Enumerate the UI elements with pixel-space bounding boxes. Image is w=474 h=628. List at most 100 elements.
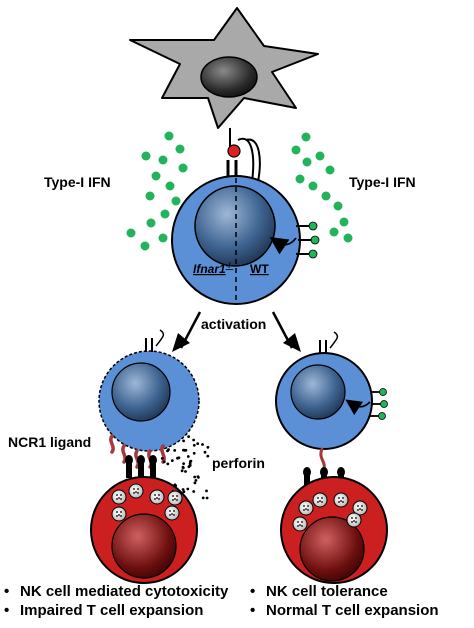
ncr1-ligand	[160, 444, 166, 464]
perforin-dot	[180, 469, 184, 473]
outcome-text: Impaired T cell expansion	[20, 602, 204, 619]
ifn-dot	[321, 191, 331, 201]
outcome-item: •Impaired T cell expansion	[4, 602, 204, 619]
granule	[292, 516, 308, 532]
ifn-dot	[339, 217, 349, 227]
perforin-dot	[192, 451, 196, 455]
perforin-dot	[196, 442, 200, 445]
ifn-dot	[291, 145, 301, 155]
granule	[352, 500, 368, 516]
perforin-dot	[160, 457, 164, 460]
perforin-dot	[205, 489, 208, 493]
perforin-dot	[184, 470, 187, 473]
perforin-dot	[182, 490, 186, 494]
perforin-dot	[170, 459, 174, 462]
ncr1-ligand	[134, 449, 140, 469]
ifn-dot	[165, 181, 175, 191]
perforin-dot	[201, 443, 204, 446]
ifn-dot	[126, 228, 136, 238]
perforin-dot	[181, 488, 185, 491]
perforin-dot	[206, 445, 210, 449]
nk-granules-left	[111, 483, 183, 522]
perforin-label: perforin	[212, 455, 265, 471]
outcome-text: NK cell tolerance	[266, 583, 388, 600]
ifn-dot	[295, 174, 305, 184]
ifn-dot	[175, 144, 185, 154]
ifn-dot	[315, 151, 325, 161]
granule	[346, 512, 362, 528]
perforin-dot	[182, 439, 186, 443]
ifn-label-right: Type-I IFN	[349, 174, 416, 190]
perforin-dot	[203, 450, 207, 454]
ifn-dot	[146, 218, 156, 228]
granule	[312, 492, 328, 508]
ifn-dot	[151, 171, 161, 181]
t-cell-icon	[171, 175, 320, 305]
ifnar-receptor-right-icon	[370, 388, 388, 420]
ifn-dot	[140, 241, 150, 251]
ifn-dot	[325, 165, 335, 175]
outcome-list-left: •NK cell mediated cytotoxicity •Impaired…	[4, 582, 228, 620]
perforin-dot	[176, 456, 179, 460]
activation-arrows	[172, 311, 301, 352]
ifn-dot	[329, 227, 339, 237]
granule	[111, 489, 127, 505]
wt-label: WT	[250, 262, 269, 276]
ifn-dot	[178, 163, 188, 173]
ncr1-ligand	[109, 434, 115, 454]
ncr1-ligand-label: NCR1 ligand	[8, 434, 91, 450]
perforin-dot	[173, 449, 177, 452]
outcome-text: NK cell mediated cytotoxicity	[20, 583, 229, 600]
perforin-dot	[186, 487, 190, 491]
perforin-dot	[162, 460, 166, 464]
ifn-dot	[171, 196, 181, 206]
perforin-dot	[181, 465, 185, 469]
perforin-dot	[193, 475, 197, 479]
outcome-text: Normal T cell expansion	[266, 602, 439, 619]
ifn-dot	[160, 209, 170, 219]
perforin-dot	[193, 481, 197, 485]
ifn-dot	[333, 201, 343, 211]
granule	[164, 505, 180, 521]
perforin-dot	[201, 496, 205, 500]
perforin-dot	[206, 454, 210, 458]
ifn-dot	[141, 151, 151, 161]
outcome-item: •Normal T cell expansion	[250, 602, 439, 619]
ifn-dot	[164, 131, 174, 141]
granule	[298, 500, 314, 516]
perforin-dot	[183, 448, 187, 452]
outcome-item: •NK cell tolerance	[250, 583, 388, 600]
t-cell-left-icon	[98, 329, 200, 452]
ifn-dot	[301, 132, 311, 142]
perforin-dot	[192, 490, 196, 493]
outcome-item: •NK cell mediated cytotoxicity	[4, 583, 229, 600]
granule	[333, 492, 349, 508]
perforin-dot	[192, 443, 196, 447]
ifn-dots-right	[291, 132, 353, 243]
perforin-dot	[189, 459, 193, 463]
perforin-dot	[167, 448, 170, 451]
granule	[128, 483, 144, 499]
nk-cell-left-icon	[90, 476, 198, 584]
ncr1-ligand	[121, 444, 127, 464]
perforin-dot	[188, 464, 192, 467]
nk-granules-right	[292, 492, 368, 532]
ifn-dot	[158, 233, 168, 243]
ifn-dot	[343, 233, 353, 243]
perforin-dot	[192, 438, 196, 442]
perforin-dot	[166, 462, 170, 466]
outcome-list-right: •NK cell tolerance •Normal T cell expans…	[250, 582, 474, 620]
ifn-dot	[308, 181, 318, 191]
ifn-dot	[145, 191, 155, 201]
perforin-dot	[194, 479, 198, 482]
perforin-dot	[186, 455, 190, 458]
ifn-dot	[158, 155, 168, 165]
perforin-dot	[182, 462, 186, 465]
granule	[167, 490, 183, 506]
perforin-dot	[187, 435, 191, 438]
perforin-dot	[196, 475, 200, 478]
ifn-dots-left	[126, 131, 188, 251]
ifn-dot	[302, 157, 312, 167]
ifn-label-left: Type-I IFN	[44, 174, 111, 190]
